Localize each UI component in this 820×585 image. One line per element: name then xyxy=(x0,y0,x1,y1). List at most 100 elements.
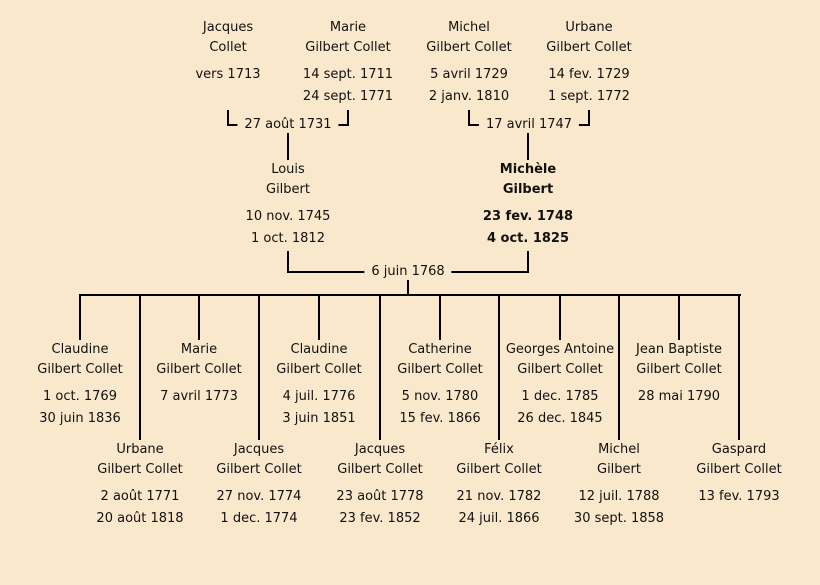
person-dates: 1 dec. 1785 26 dec. 1845 xyxy=(506,386,614,430)
birth-date: 10 nov. 1745 xyxy=(245,209,331,224)
birth-date: 5 nov. 1780 xyxy=(401,389,479,404)
person-last-name: Gilbert xyxy=(266,182,310,197)
person-first-name: Jean Baptiste xyxy=(636,342,722,357)
marriage-date-label: 17 avril 1747 xyxy=(478,117,580,133)
person-first-name: Gaspard xyxy=(711,442,767,457)
person-georges-antoine-gilbert-collet: Georges Antoine Gilbert Collet 1 dec. 17… xyxy=(506,340,614,430)
person-dates: 7 avril 1773 xyxy=(156,386,241,430)
connector-line xyxy=(79,296,81,340)
person-dates: 12 juil. 1788 30 sept. 1858 xyxy=(574,486,664,530)
connector-line xyxy=(439,296,441,340)
marriage-date-label: 6 juin 1768 xyxy=(364,264,452,280)
person-jacques-gilbert-collet-1774: Jacques Gilbert Collet 27 nov. 1774 1 de… xyxy=(216,440,301,530)
person-first-name: Jacques xyxy=(354,442,406,457)
person-dates: 14 fev. 1729 1 sept. 1772 xyxy=(546,64,631,108)
person-michele-gilbert: Michèle Gilbert 23 fev. 1748 4 oct. 1825 xyxy=(483,160,573,250)
connector-line xyxy=(318,296,320,340)
person-first-name: Louis xyxy=(271,162,305,177)
person-last-name: Gilbert Collet xyxy=(397,362,483,377)
connector-line xyxy=(527,251,529,273)
connector-line xyxy=(618,296,620,440)
connector-line xyxy=(139,296,141,440)
person-last-name: Gilbert xyxy=(597,462,641,477)
sibling-line xyxy=(79,294,741,296)
person-michel-gilbert-collet: Michel Gilbert Collet 5 avril 1729 2 jan… xyxy=(426,18,511,108)
connector-line xyxy=(287,126,289,160)
person-dates: 10 nov. 1745 1 oct. 1812 xyxy=(246,206,331,250)
person-last-name: Gilbert Collet xyxy=(337,462,423,477)
person-dates: 5 avril 1729 2 janv. 1810 xyxy=(426,64,511,108)
death-date: 23 fev. 1852 xyxy=(339,511,421,526)
person-marie-gilbert-collet: Marie Gilbert Collet 14 sept. 1711 24 se… xyxy=(303,18,393,108)
person-first-name: Urbane xyxy=(116,442,164,457)
death-date xyxy=(636,408,722,430)
birth-date: 12 juil. 1788 xyxy=(578,489,660,504)
connector-line xyxy=(227,110,229,126)
birth-date: 4 juil. 1776 xyxy=(282,389,356,404)
death-date xyxy=(195,86,260,108)
person-last-name: Gilbert Collet xyxy=(426,40,512,55)
person-dates: 5 nov. 1780 15 fev. 1866 xyxy=(397,386,482,430)
person-first-name: Michel xyxy=(448,20,490,35)
person-last-name: Gilbert Collet xyxy=(305,40,391,55)
person-last-name: Collet xyxy=(209,40,247,55)
connector-line xyxy=(498,296,500,440)
person-jacques-gilbert-collet-1778: Jacques Gilbert Collet 23 août 1778 23 f… xyxy=(336,440,423,530)
death-date xyxy=(696,508,781,530)
person-dates: 23 août 1778 23 fev. 1852 xyxy=(336,486,423,530)
person-last-name: Gilbert Collet xyxy=(636,362,722,377)
birth-date: vers 1713 xyxy=(195,67,261,82)
person-marie-gilbert-collet-1773: Marie Gilbert Collet 7 avril 1773 xyxy=(156,340,241,430)
person-first-name: Georges Antoine xyxy=(505,342,615,357)
person-first-name: Jacques xyxy=(202,20,254,35)
person-dates: 2 août 1771 20 août 1818 xyxy=(96,486,183,530)
person-first-name: Claudine xyxy=(51,342,109,357)
person-dates: 21 nov. 1782 24 juil. 1866 xyxy=(456,486,542,530)
connector-line xyxy=(588,110,590,126)
person-first-name: Michèle xyxy=(499,162,557,177)
person-last-name: Gilbert Collet xyxy=(456,462,542,477)
birth-date: 2 août 1771 xyxy=(100,489,180,504)
birth-date: 23 fev. 1748 xyxy=(482,209,574,224)
connector-line xyxy=(379,296,381,440)
connector-line xyxy=(198,296,200,340)
person-claudine-gilbert-collet-1776: Claudine Gilbert Collet 4 juil. 1776 3 j… xyxy=(276,340,361,430)
marriage-date-label: 27 août 1731 xyxy=(237,117,339,133)
person-felix-gilbert-collet: Félix Gilbert Collet 21 nov. 1782 24 jui… xyxy=(456,440,541,530)
person-first-name: Claudine xyxy=(290,342,348,357)
person-dates: 27 nov. 1774 1 dec. 1774 xyxy=(216,486,302,530)
person-last-name: Gilbert Collet xyxy=(696,462,782,477)
person-gaspard-gilbert-collet: Gaspard Gilbert Collet 13 fev. 1793 xyxy=(696,440,781,530)
death-date: 30 juin 1836 xyxy=(39,411,121,426)
death-date: 1 dec. 1774 xyxy=(220,511,298,526)
person-dates: 28 mai 1790 xyxy=(636,386,722,430)
person-dates: 13 fev. 1793 xyxy=(696,486,781,530)
birth-date: 7 avril 1773 xyxy=(160,389,238,404)
birth-date: 13 fev. 1793 xyxy=(698,489,780,504)
person-dates: 23 fev. 1748 4 oct. 1825 xyxy=(483,206,573,250)
person-catherine-gilbert-collet: Catherine Gilbert Collet 5 nov. 1780 15 … xyxy=(397,340,482,430)
person-dates: 4 juil. 1776 3 juin 1851 xyxy=(276,386,361,430)
person-last-name: Gilbert Collet xyxy=(97,462,183,477)
person-dates: 14 sept. 1711 24 sept. 1771 xyxy=(303,64,393,108)
person-jacques-collet: Jacques Collet vers 1713 xyxy=(195,18,260,108)
person-last-name: Gilbert Collet xyxy=(156,362,242,377)
death-date: 1 oct. 1812 xyxy=(251,231,325,246)
death-date: 24 juil. 1866 xyxy=(458,511,540,526)
person-first-name: Catherine xyxy=(408,342,472,357)
death-date: 15 fev. 1866 xyxy=(399,411,481,426)
death-date: 24 sept. 1771 xyxy=(302,89,394,104)
death-date: 1 sept. 1772 xyxy=(548,89,630,104)
person-first-name: Michel xyxy=(598,442,640,457)
person-last-name: Gilbert Collet xyxy=(276,362,362,377)
death-date: 3 juin 1851 xyxy=(282,411,356,426)
connector-line xyxy=(559,296,561,340)
connector-line xyxy=(407,273,409,295)
death-date xyxy=(156,408,241,430)
birth-date: 14 fev. 1729 xyxy=(548,67,630,82)
connector-line xyxy=(287,251,289,273)
person-last-name: Gilbert xyxy=(502,182,554,197)
birth-date: 28 mai 1790 xyxy=(637,389,721,404)
person-first-name: Urbane xyxy=(565,20,613,35)
